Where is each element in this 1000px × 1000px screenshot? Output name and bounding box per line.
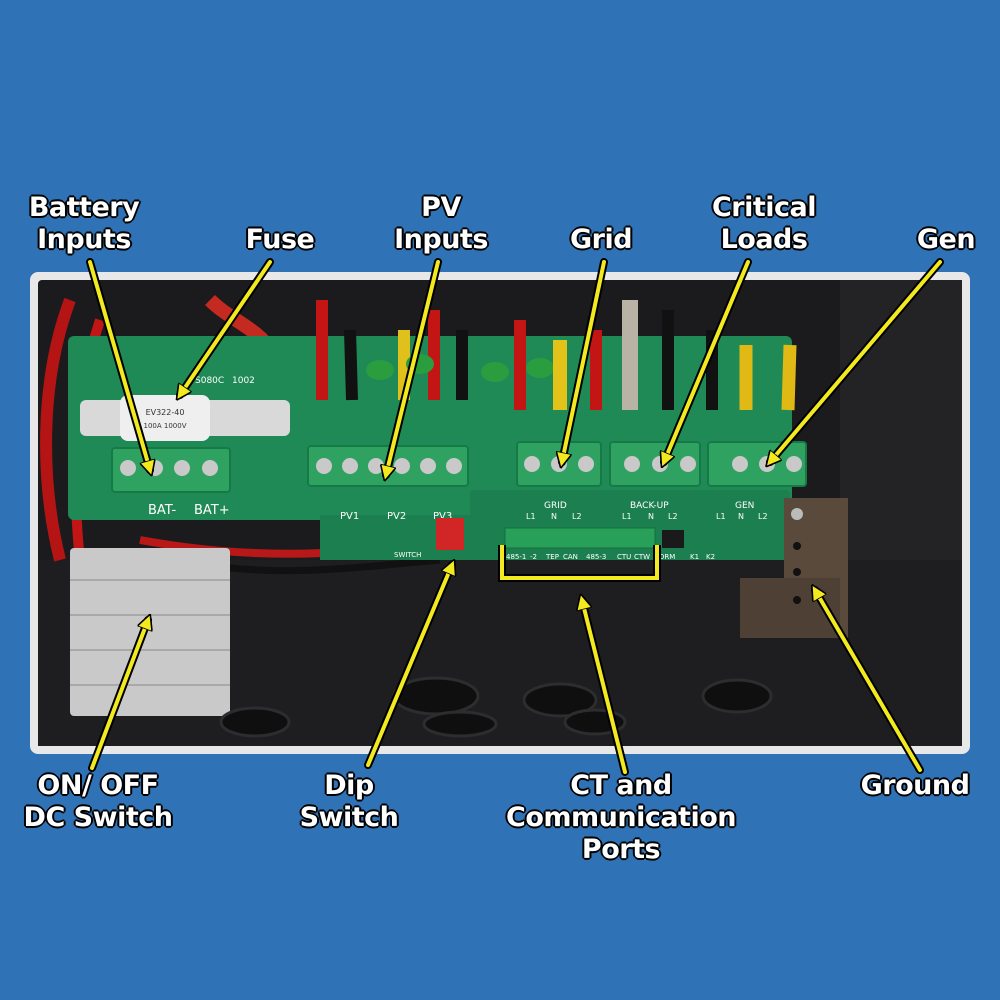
comm-port-labels: 485-1 -2 TEP CAN 485-3 CTU CTW DRM K1 K2 bbox=[506, 553, 715, 561]
pv-arrow bbox=[386, 260, 440, 475]
gen-l1-text: L1 bbox=[716, 512, 726, 521]
dip-switch-label-line-2: Switch bbox=[299, 801, 400, 834]
on-off-dc-switch-label-line-2: DC Switch bbox=[23, 801, 174, 834]
fuse-arrow bbox=[180, 260, 272, 395]
pv3-text: PV3 bbox=[433, 511, 452, 522]
backup-board-text: BACK-UP bbox=[630, 501, 669, 511]
port-485-1-text: 485-1 bbox=[506, 553, 526, 561]
rj45-port bbox=[662, 530, 684, 548]
ct-bracket bbox=[500, 545, 659, 580]
gen-l2-text: L2 bbox=[758, 512, 768, 521]
board-code-text-2: 1002 bbox=[232, 376, 255, 386]
dc-switch-body bbox=[70, 548, 230, 716]
critical-loads-label: Critical Loads bbox=[702, 191, 826, 256]
port-ctu-text: CTU bbox=[617, 553, 631, 561]
on-off-dc-switch-label: ON/ OFF DC Switch bbox=[18, 769, 178, 834]
gen-n-text: N bbox=[738, 512, 744, 521]
ct-bracket-outline bbox=[498, 545, 661, 582]
bat-minus-text: BAT- bbox=[148, 503, 177, 518]
critical-loads-arrow bbox=[664, 260, 750, 462]
bat-plus-text: BAT+ bbox=[194, 503, 230, 518]
pv-screws bbox=[316, 458, 462, 474]
port-2-text: -2 bbox=[530, 553, 537, 561]
fuse-part-text: EV322-40 bbox=[146, 408, 185, 417]
ct-communication-ports-label: CT and Communication Ports bbox=[502, 769, 740, 866]
port-ctw-text: CTW bbox=[634, 553, 650, 561]
critical-loads-label-line-2: Loads bbox=[720, 223, 809, 256]
ct-communication-ports-label-line-1: CT and bbox=[569, 769, 673, 802]
switch-board-text: SWITCH bbox=[394, 551, 421, 559]
grid-board-text: GRID bbox=[544, 501, 567, 511]
comm-port-strip bbox=[504, 527, 656, 549]
port-can-text: CAN bbox=[563, 553, 578, 561]
pv-inputs-label-line-1: PV bbox=[420, 191, 462, 224]
grid-arrow bbox=[562, 260, 606, 462]
gen-label-line-1: Gen bbox=[916, 223, 976, 256]
dip-switch bbox=[436, 518, 464, 550]
port-k2-text: K2 bbox=[706, 553, 715, 561]
dc-switch-arrow bbox=[90, 620, 148, 770]
on-off-dc-switch-label-line-1: ON/ OFF bbox=[37, 769, 160, 802]
ground-arrow bbox=[815, 590, 922, 772]
port-485-3-text: 485-3 bbox=[586, 553, 606, 561]
ct-communication-ports-label-line-3: Ports bbox=[581, 833, 661, 866]
backup-l1-text: L1 bbox=[622, 512, 632, 521]
gen-arrow bbox=[770, 260, 942, 462]
ground-screws bbox=[791, 508, 803, 604]
critical-loads-label-line-1: Critical bbox=[711, 191, 817, 224]
port-tep-text: TEP bbox=[545, 553, 559, 561]
gen-label: Gen bbox=[904, 223, 988, 256]
ground-label-line-1: Ground bbox=[860, 769, 971, 802]
dip-switch-label-line-1: Dip bbox=[323, 769, 375, 802]
battery-inputs-label-line-2: Inputs bbox=[36, 223, 132, 256]
pv2-text: PV2 bbox=[387, 511, 406, 522]
pv-inputs-label-line-2: Inputs bbox=[393, 223, 489, 256]
gen-board-text: GEN bbox=[735, 501, 754, 511]
fuse-body bbox=[120, 395, 210, 441]
fuse-label: Fuse bbox=[234, 223, 326, 256]
dip-switch-arrow bbox=[366, 565, 452, 767]
grid-l1-text: L1 bbox=[526, 512, 536, 521]
pv-inputs-label: PV Inputs bbox=[386, 191, 496, 256]
battery-inputs-label-line-1: Battery bbox=[28, 191, 140, 224]
battery-inputs-label: Battery Inputs bbox=[26, 191, 142, 256]
port-drm-text: DRM bbox=[659, 553, 675, 561]
battery-arrow bbox=[88, 260, 150, 470]
backup-l2-text: L2 bbox=[668, 512, 678, 521]
ground-label: Ground bbox=[850, 769, 980, 802]
cable-glands bbox=[219, 676, 773, 738]
backup-n-text: N bbox=[648, 512, 654, 521]
grid-n-text: N bbox=[551, 512, 557, 521]
fuse-rating-text: 100A 1000V bbox=[144, 422, 187, 430]
pv1-text: PV1 bbox=[340, 511, 359, 522]
port-k1-text: K1 bbox=[690, 553, 699, 561]
grid-label-line-1: Grid bbox=[569, 223, 633, 256]
board-code-text: S080C bbox=[195, 376, 224, 386]
battery-wire-left bbox=[40, 297, 76, 562]
grid-l2-text: L2 bbox=[572, 512, 582, 521]
fuse-label-line-1: Fuse bbox=[245, 223, 316, 256]
ct-communication-ports-label-line-2: Communication bbox=[505, 801, 737, 834]
ct-ports-arrow bbox=[582, 600, 627, 774]
grid-label: Grid bbox=[556, 223, 646, 256]
phase-labels: L1 N L2 L1 N L2 L1 N L2 bbox=[526, 512, 768, 521]
dip-switch-label: Dip Switch bbox=[294, 769, 404, 834]
